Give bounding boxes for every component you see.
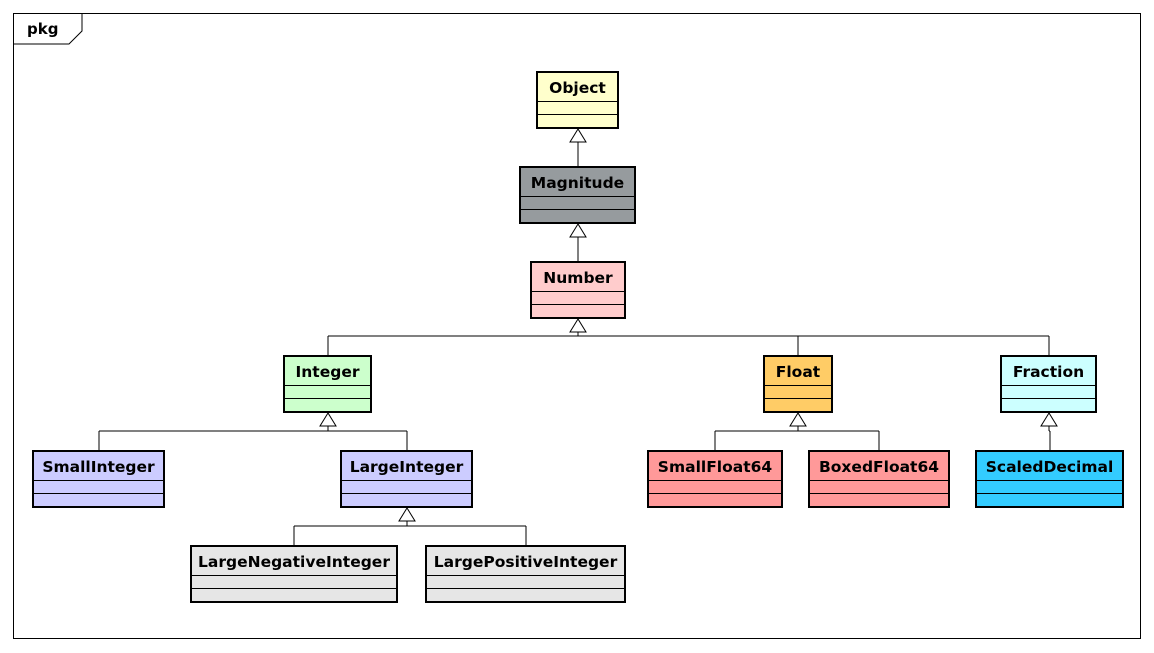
class-operations [810, 494, 948, 507]
inheritance-arrow-icon [569, 223, 587, 238]
class-attributes [521, 197, 634, 210]
class-boxed-float64[interactable]: BoxedFloat64 [808, 450, 950, 508]
class-attributes [977, 481, 1122, 494]
class-name: Magnitude [521, 168, 634, 197]
package-tab [13, 13, 83, 45]
generalization-bus [99, 426, 407, 432]
class-float[interactable]: Float [763, 355, 833, 413]
inheritance-arrow-icon [1040, 412, 1058, 427]
class-name: Number [532, 263, 624, 292]
package-label: pkg [27, 20, 59, 38]
class-operations [538, 115, 617, 128]
class-operations [285, 399, 370, 412]
inheritance-arrow-icon [398, 507, 416, 522]
class-small-float64[interactable]: SmallFloat64 [647, 450, 783, 508]
class-name: LargeNegativeInteger [192, 547, 396, 576]
class-attributes [427, 576, 624, 589]
generalization-bus [328, 332, 1049, 337]
class-name: Object [538, 73, 617, 102]
class-operations [1002, 399, 1095, 412]
inheritance-arrow-icon [789, 412, 807, 427]
class-attributes [538, 102, 617, 115]
class-operations [427, 589, 624, 602]
class-large-integer[interactable]: LargeInteger [340, 450, 473, 508]
class-attributes [532, 292, 624, 305]
class-attributes [34, 481, 163, 494]
class-operations [342, 494, 471, 507]
class-operations [532, 305, 624, 318]
class-large-negative-integer[interactable]: LargeNegativeInteger [190, 545, 398, 603]
class-name: LargePositiveInteger [427, 547, 624, 576]
class-scaled-decimal[interactable]: ScaledDecimal [975, 450, 1124, 508]
class-attributes [810, 481, 948, 494]
class-operations [34, 494, 163, 507]
class-name: LargeInteger [342, 452, 471, 481]
class-operations [649, 494, 781, 507]
class-name: Fraction [1002, 357, 1095, 386]
class-integer[interactable]: Integer [283, 355, 372, 413]
class-small-integer[interactable]: SmallInteger [32, 450, 165, 508]
generalization-bus [1048, 426, 1050, 432]
class-attributes [285, 386, 370, 399]
generalization-bus [715, 426, 879, 432]
inheritance-arrow-icon [319, 412, 337, 427]
class-name: Integer [285, 357, 370, 386]
inheritance-arrow-icon [569, 128, 587, 143]
class-operations [977, 494, 1122, 507]
class-object[interactable]: Object [536, 71, 619, 129]
inheritance-arrow-icon [569, 318, 587, 333]
generalization-bus [294, 521, 526, 527]
class-name: BoxedFloat64 [810, 452, 948, 481]
class-name: SmallFloat64 [649, 452, 781, 481]
class-large-positive-integer[interactable]: LargePositiveInteger [425, 545, 626, 603]
package-frame [13, 13, 1141, 639]
class-name: ScaledDecimal [977, 452, 1122, 481]
class-operations [765, 399, 831, 412]
class-attributes [342, 481, 471, 494]
class-fraction[interactable]: Fraction [1000, 355, 1097, 413]
class-number[interactable]: Number [530, 261, 626, 319]
class-name: SmallInteger [34, 452, 163, 481]
class-operations [192, 589, 396, 602]
class-attributes [765, 386, 831, 399]
class-attributes [192, 576, 396, 589]
class-operations [521, 210, 634, 223]
class-name: Float [765, 357, 831, 386]
class-attributes [649, 481, 781, 494]
class-magnitude[interactable]: Magnitude [519, 166, 636, 224]
class-attributes [1002, 386, 1095, 399]
